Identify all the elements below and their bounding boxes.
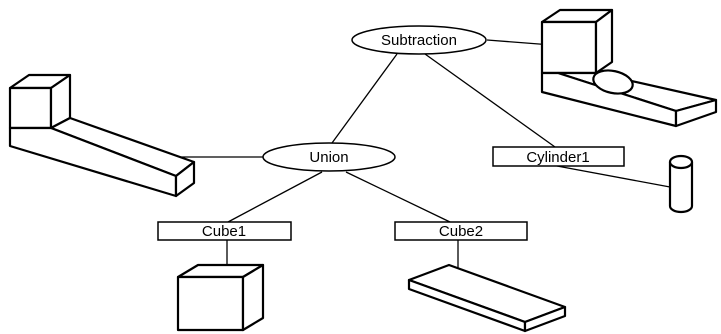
edge-subtraction-union	[331, 53, 398, 144]
cube1-solid	[176, 263, 265, 332]
subtraction-result-solid	[540, 8, 718, 128]
cylinder-solid	[668, 154, 694, 214]
cylinder-node: Cylinder1	[492, 146, 625, 167]
edge-union-cube2	[345, 171, 451, 223]
subtraction-node: Subtraction	[351, 25, 487, 55]
edge-union-cube1	[227, 171, 323, 223]
cube1-label: Cube1	[202, 223, 246, 240]
edge-cylinder-shape	[556, 165, 671, 188]
cylinder-label: Cylinder1	[526, 149, 589, 166]
union-node: Union	[262, 142, 396, 172]
cube1-node: Cube1	[157, 221, 292, 241]
union-label: Union	[309, 149, 348, 166]
union-result-solid	[8, 73, 196, 198]
cube2-solid	[407, 263, 567, 333]
cube2-node: Cube2	[394, 221, 528, 241]
edge-subtraction-cylinder	[424, 53, 556, 148]
cube2-label: Cube2	[439, 223, 483, 240]
subtraction-label: Subtraction	[381, 32, 457, 49]
